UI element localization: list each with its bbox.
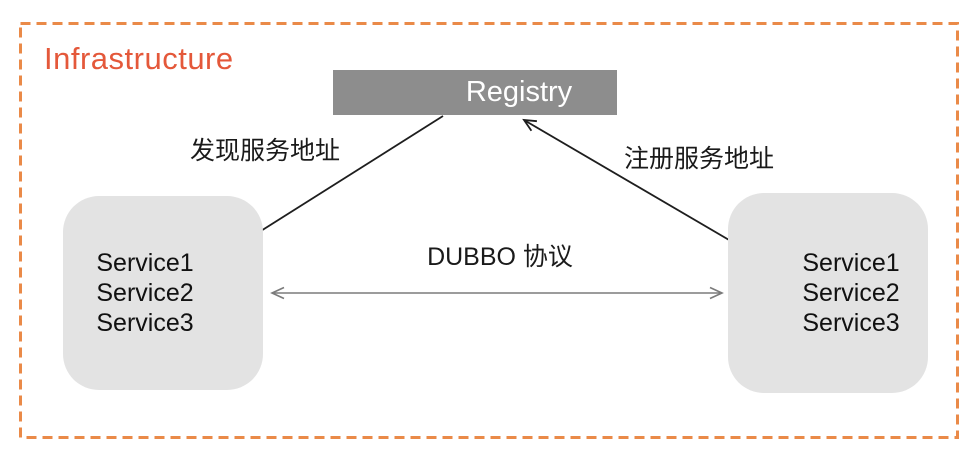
service-item: Service2 bbox=[96, 279, 194, 307]
service-item: Service2 bbox=[802, 279, 900, 307]
protocol-arrow-label: DUBBO 协议 bbox=[427, 243, 573, 271]
service-item: Service1 bbox=[802, 249, 900, 277]
service-item: Service1 bbox=[96, 249, 194, 277]
discover-arrow-label: 发现服务地址 bbox=[189, 137, 340, 165]
register-arrow-label: 注册服务地址 bbox=[623, 145, 774, 173]
infrastructure-title: Infrastructure bbox=[44, 41, 234, 76]
registry-node: Registry bbox=[333, 70, 617, 115]
register-arrow-line bbox=[524, 119, 754, 255]
service-item: Service3 bbox=[802, 309, 900, 337]
service-item: Service3 bbox=[96, 309, 194, 337]
register-arrowhead-icon bbox=[522, 118, 537, 132]
provider-services-box: Service1 Service2 Service3 bbox=[728, 193, 928, 393]
protocol-arrowhead-right-icon bbox=[709, 286, 724, 300]
protocol-arrowhead-left-icon bbox=[270, 286, 285, 300]
consumer-services-box: Service1 Service2 Service3 bbox=[63, 196, 263, 390]
registry-label: Registry bbox=[465, 76, 573, 108]
